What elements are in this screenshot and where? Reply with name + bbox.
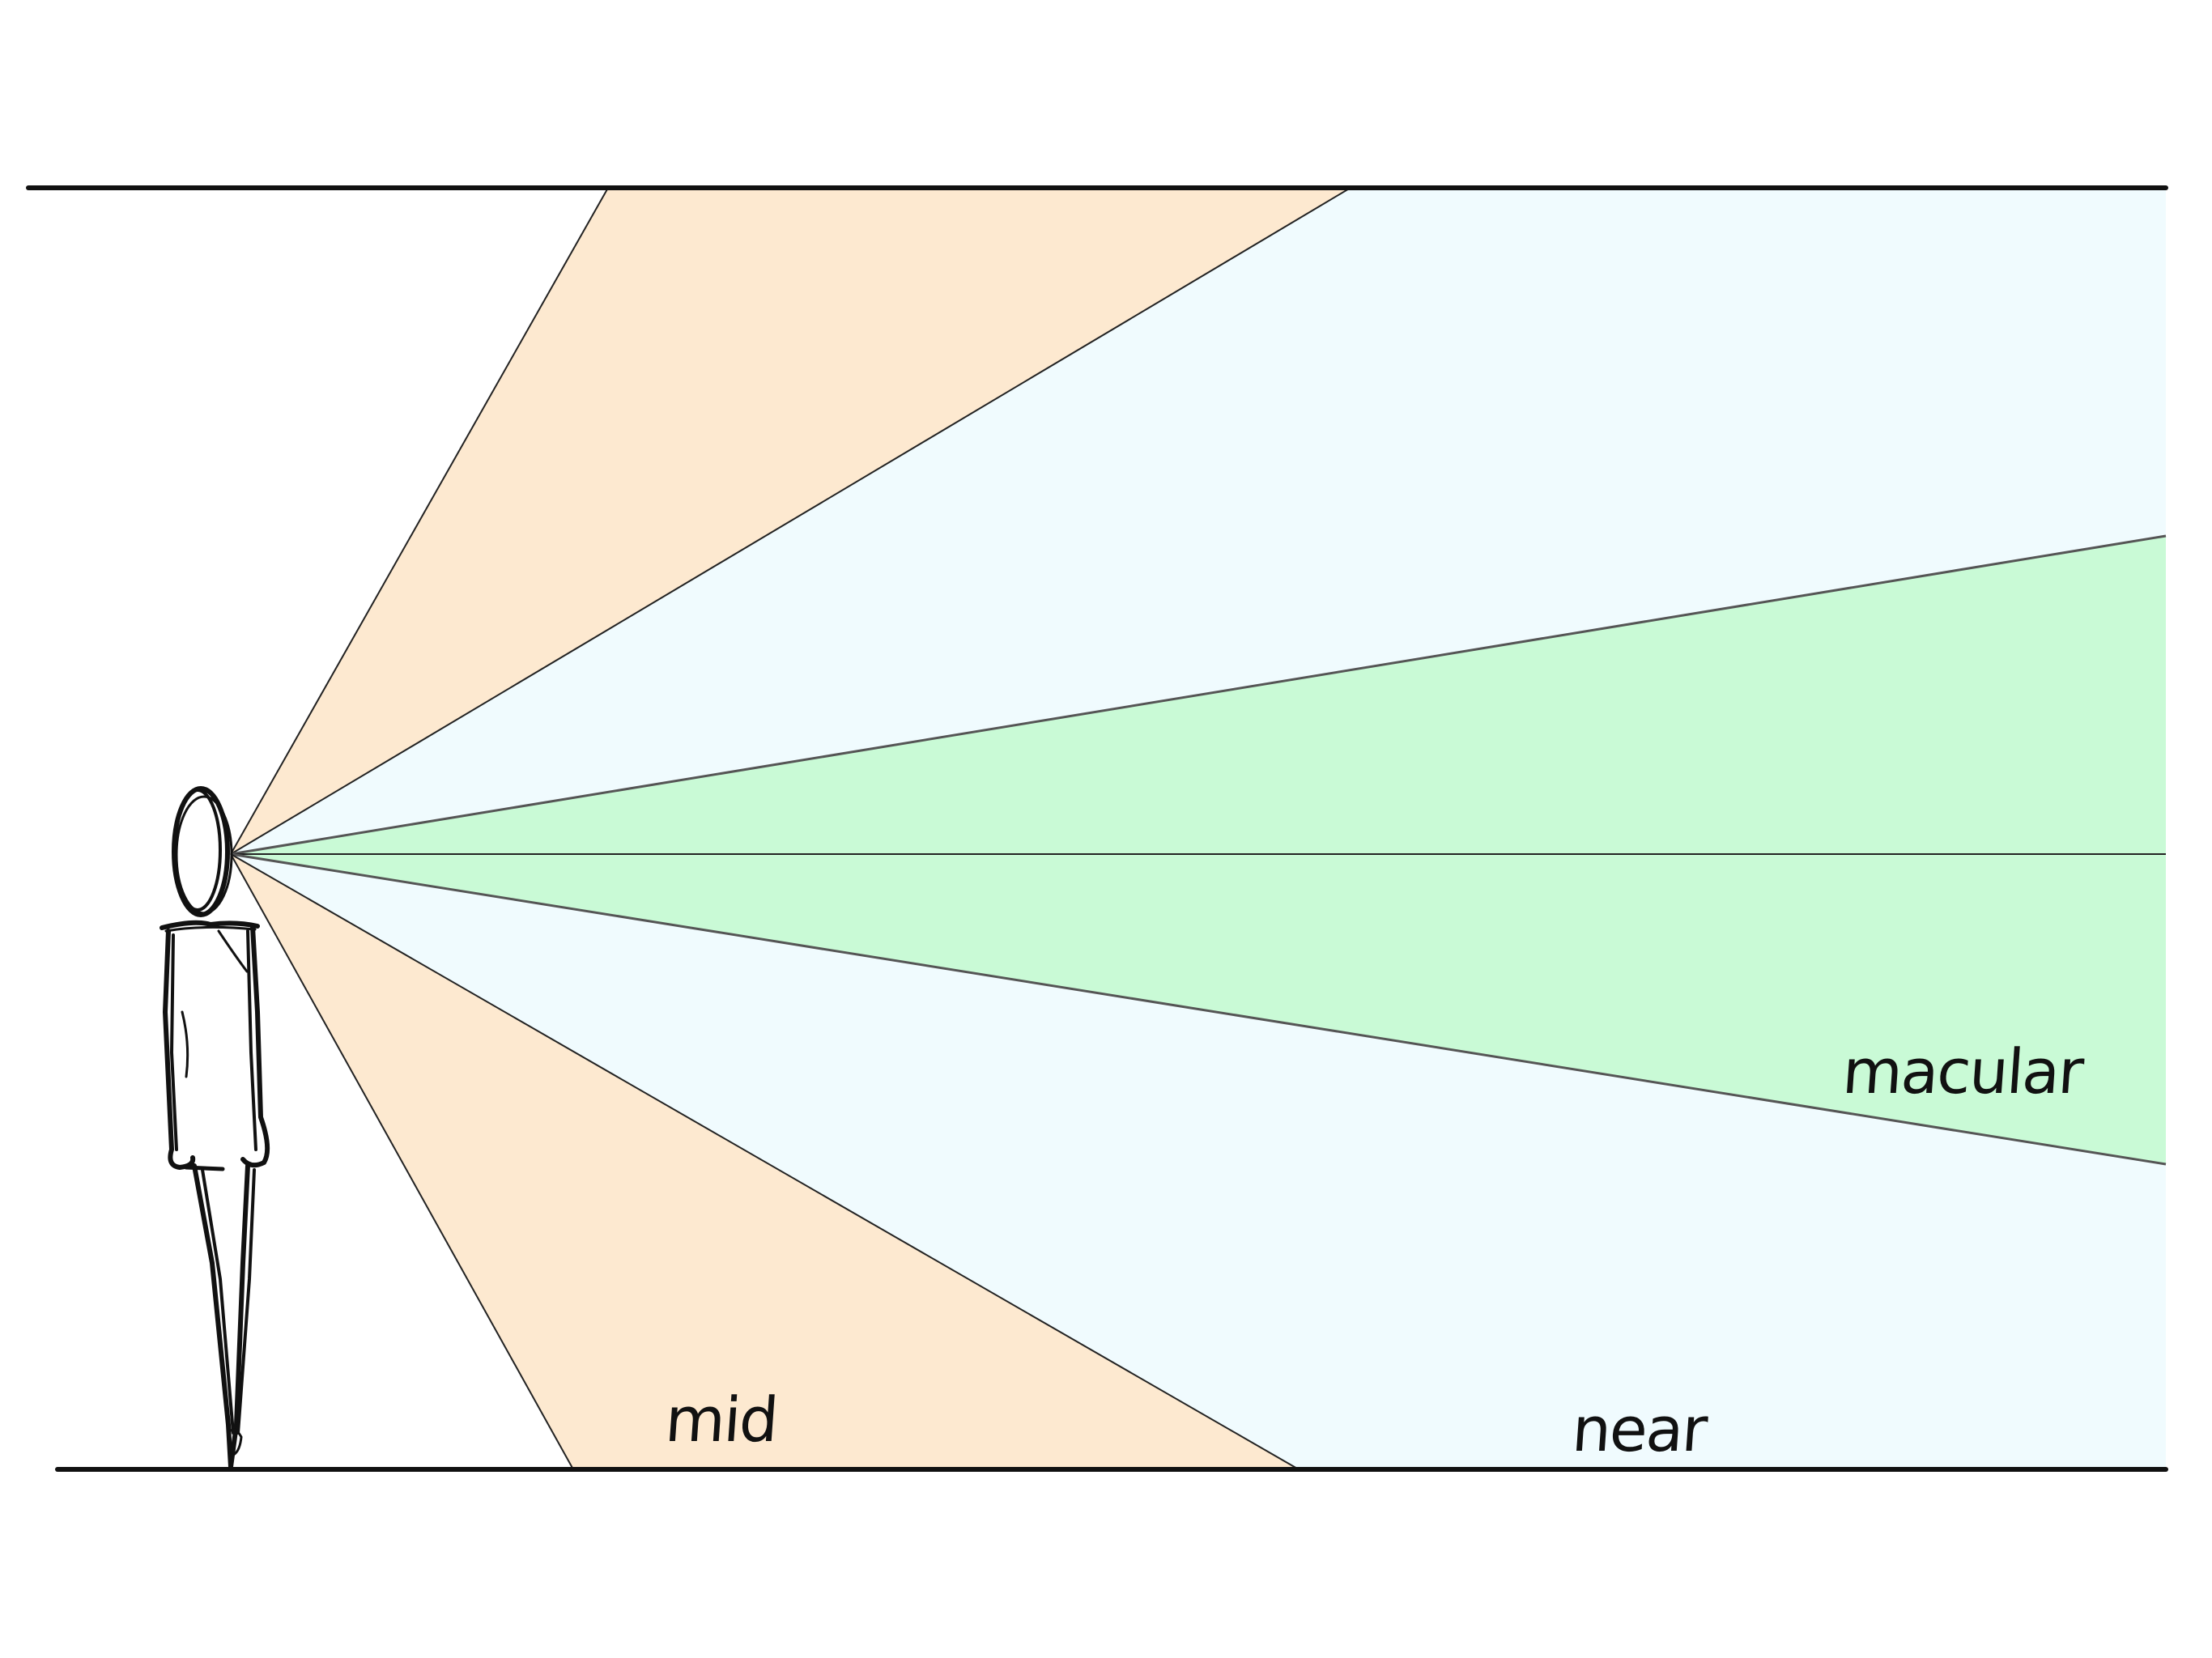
macular-zone — [231, 536, 2166, 1164]
near-zone-lower — [231, 854, 2166, 1469]
vision-rays — [230, 187, 2167, 1470]
mid-zone-label: mid — [662, 1384, 780, 1456]
near-zone-upper — [231, 188, 2166, 854]
macular-zone-label: macular — [1840, 1035, 2085, 1107]
near-zone-label: near — [1569, 1393, 1708, 1465]
person-figure-icon — [160, 786, 270, 1469]
